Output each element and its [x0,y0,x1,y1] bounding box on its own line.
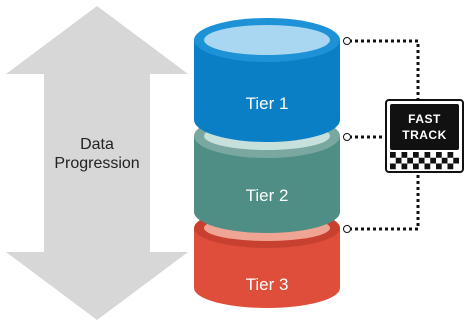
checker-cell [436,152,442,158]
checker-cell [441,157,448,164]
connector-dot-tier-2 [343,133,351,141]
checker-cell [395,157,402,164]
connector-tier-3 [349,172,420,231]
checker-cell [424,163,431,170]
connector-tier-1 [349,39,420,100]
fast-track-badge: FAST TRACK [385,99,464,173]
tier-1-top-inner [204,25,330,55]
checker-cell [390,152,396,158]
tier-1-label: Tier 1 [246,94,289,113]
fast-track-connectors [349,39,420,231]
tier-3-bottom [194,268,340,308]
tier-2-bottom [194,191,340,233]
checker-cell [424,152,431,158]
badge-line1: FAST [408,112,441,126]
tier-2-label: Tier 2 [246,186,289,205]
connector-dot-tier-3 [343,225,351,233]
data-progression-arrow: Data Progression [6,6,188,320]
checkered-flag-icon [390,152,459,170]
badge-line2: TRACK [402,128,447,142]
arrow-label-line2: Progression [54,155,139,172]
checker-cell [401,152,408,158]
tier-1-cylinder: Tier 1 [194,18,340,142]
arrow-label-line1: Data [80,136,114,153]
tier-1-bottom [194,98,340,142]
checker-cell [418,157,425,164]
tier-3-label: Tier 3 [246,275,289,294]
connector-dot-tier-1 [343,37,351,45]
double-arrow-shape [6,6,188,320]
checker-cell [436,163,442,170]
badge-body [390,104,459,150]
checker-cell [413,163,419,170]
checker-cell [447,163,454,170]
checker-cell [401,163,408,170]
checker-cell [453,157,459,164]
checker-cell [413,152,419,158]
checker-cell [390,163,396,170]
checker-cell [430,157,436,164]
checker-cell [407,157,413,164]
checker-cell [447,152,454,158]
